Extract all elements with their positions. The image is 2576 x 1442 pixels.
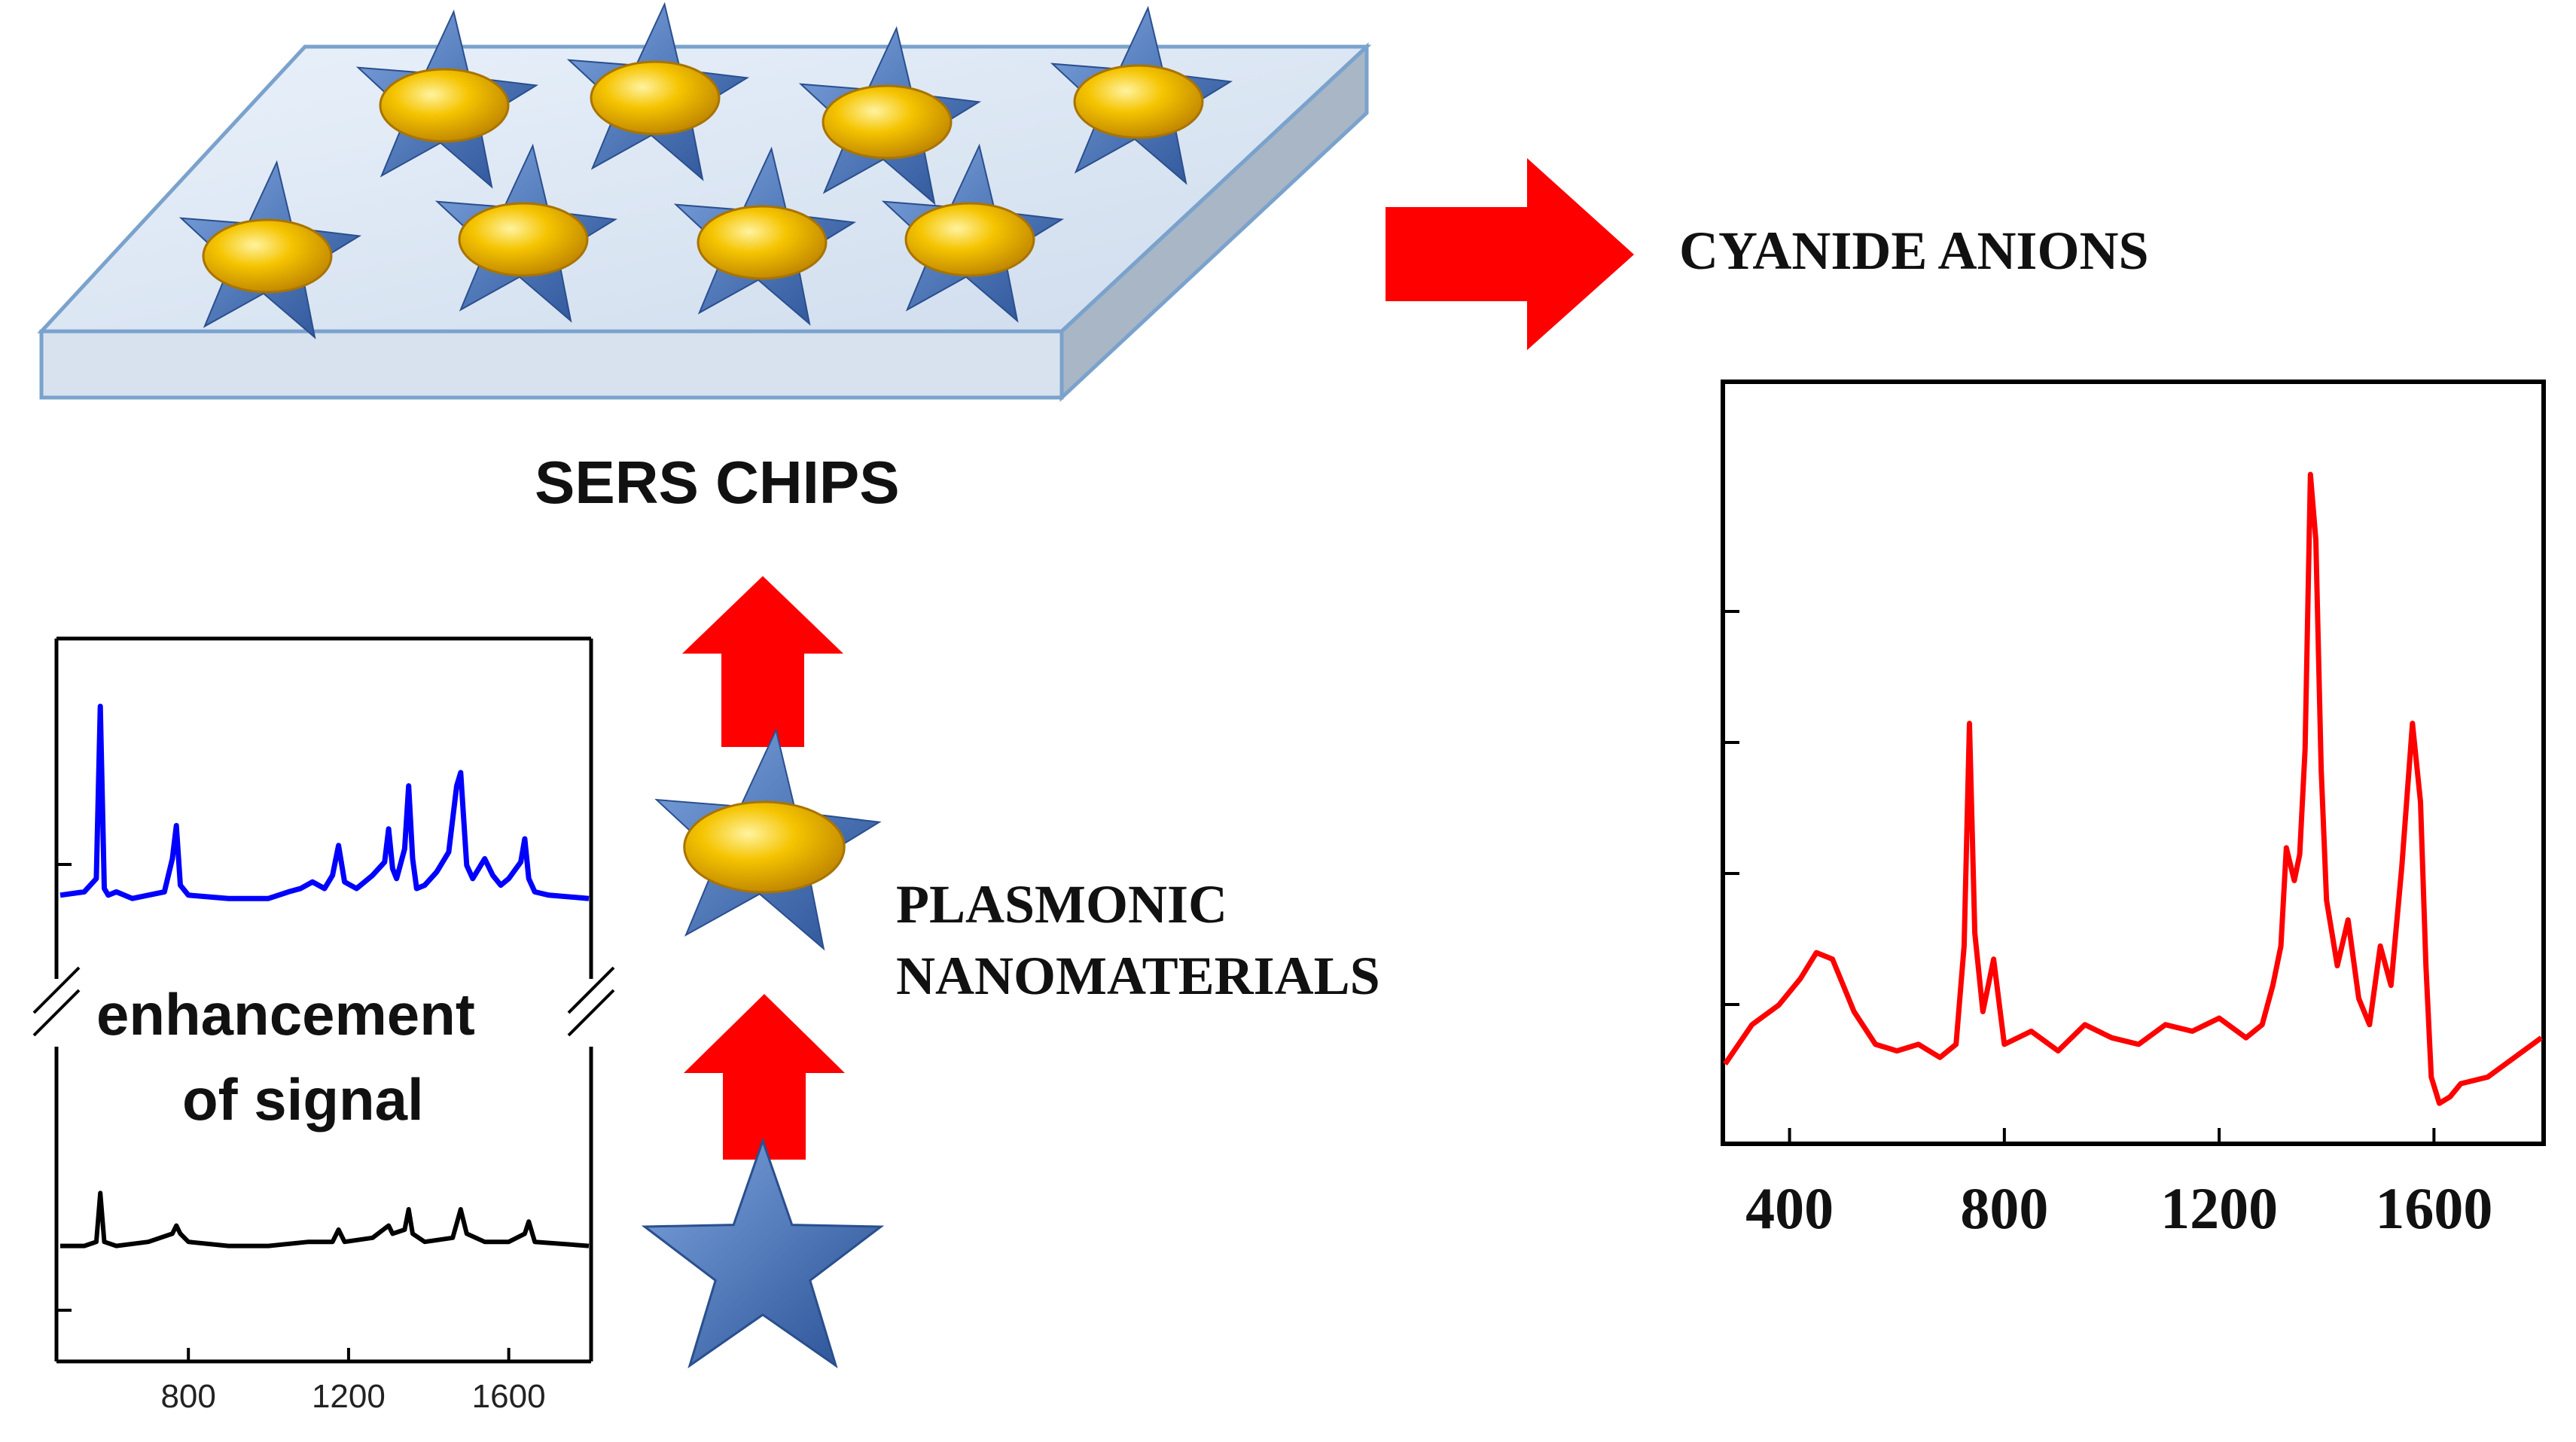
nanoparticle-icon (178, 160, 362, 340)
chip-front-face (39, 329, 1064, 400)
right-y-tick-marks (1723, 610, 1739, 1006)
series-line-raman-plain (60, 1190, 590, 1248)
x-tick-label: 1200 (311, 1378, 386, 1415)
right-x-tick-marks (1788, 1128, 2436, 1144)
nanoparticle-icon (566, 2, 750, 181)
enhancement-label-line2: of signal (182, 1066, 424, 1133)
x-tick-label: 800 (1960, 1175, 2049, 1241)
chip-nanoparticles (178, 2, 1233, 340)
plasmonic-label-line1: PLASMONIC (896, 874, 1228, 934)
x-tick-label: 1600 (2375, 1175, 2493, 1241)
series-line-sers-enhanced (59, 703, 590, 901)
left-x-tick-marks (187, 1348, 511, 1361)
sers-chips-label: SERS CHIPS (535, 449, 900, 516)
left-chart (32, 636, 615, 1364)
nanoparticle-icon (434, 143, 618, 323)
arrow-up-icon (684, 994, 845, 1160)
arrow-up-icon (682, 576, 843, 747)
right-chart (1721, 380, 2546, 1146)
right-chart-frame (1721, 380, 2546, 1146)
chip-side-face (1059, 42, 1369, 402)
star-nanoparticle-icon (654, 727, 882, 951)
cyanide-anions-label: CYANIDE ANIONS (1679, 221, 2149, 281)
nanoparticle-icon (1050, 5, 1233, 185)
x-tick-label: 1200 (2160, 1175, 2279, 1241)
x-tick-label: 800 (160, 1378, 216, 1415)
nanoparticle-icon (881, 143, 1065, 323)
sers-chip (37, 42, 1372, 402)
axis-break-mark (567, 966, 615, 1014)
x-tick-label: 1600 (471, 1378, 546, 1415)
nanoparticle-icon (673, 146, 857, 326)
star-icon (641, 1137, 885, 1369)
series-line-cyanide (1723, 471, 2544, 1106)
enhancement-label-line1: enhancement (92, 980, 480, 1049)
axis-break-mark (32, 989, 81, 1037)
axis-break-mark (32, 966, 81, 1014)
nanoparticle-icon (654, 727, 882, 951)
nanoparticle-icon (798, 26, 982, 206)
x-tick-label: 400 (1745, 1175, 1834, 1241)
nanoparticle-icon (355, 9, 539, 189)
plasmonic-label-line2: NANOMATERIALS (896, 946, 1380, 1006)
axis-break-mark (567, 989, 615, 1037)
arrow-right-icon (1386, 158, 1634, 350)
